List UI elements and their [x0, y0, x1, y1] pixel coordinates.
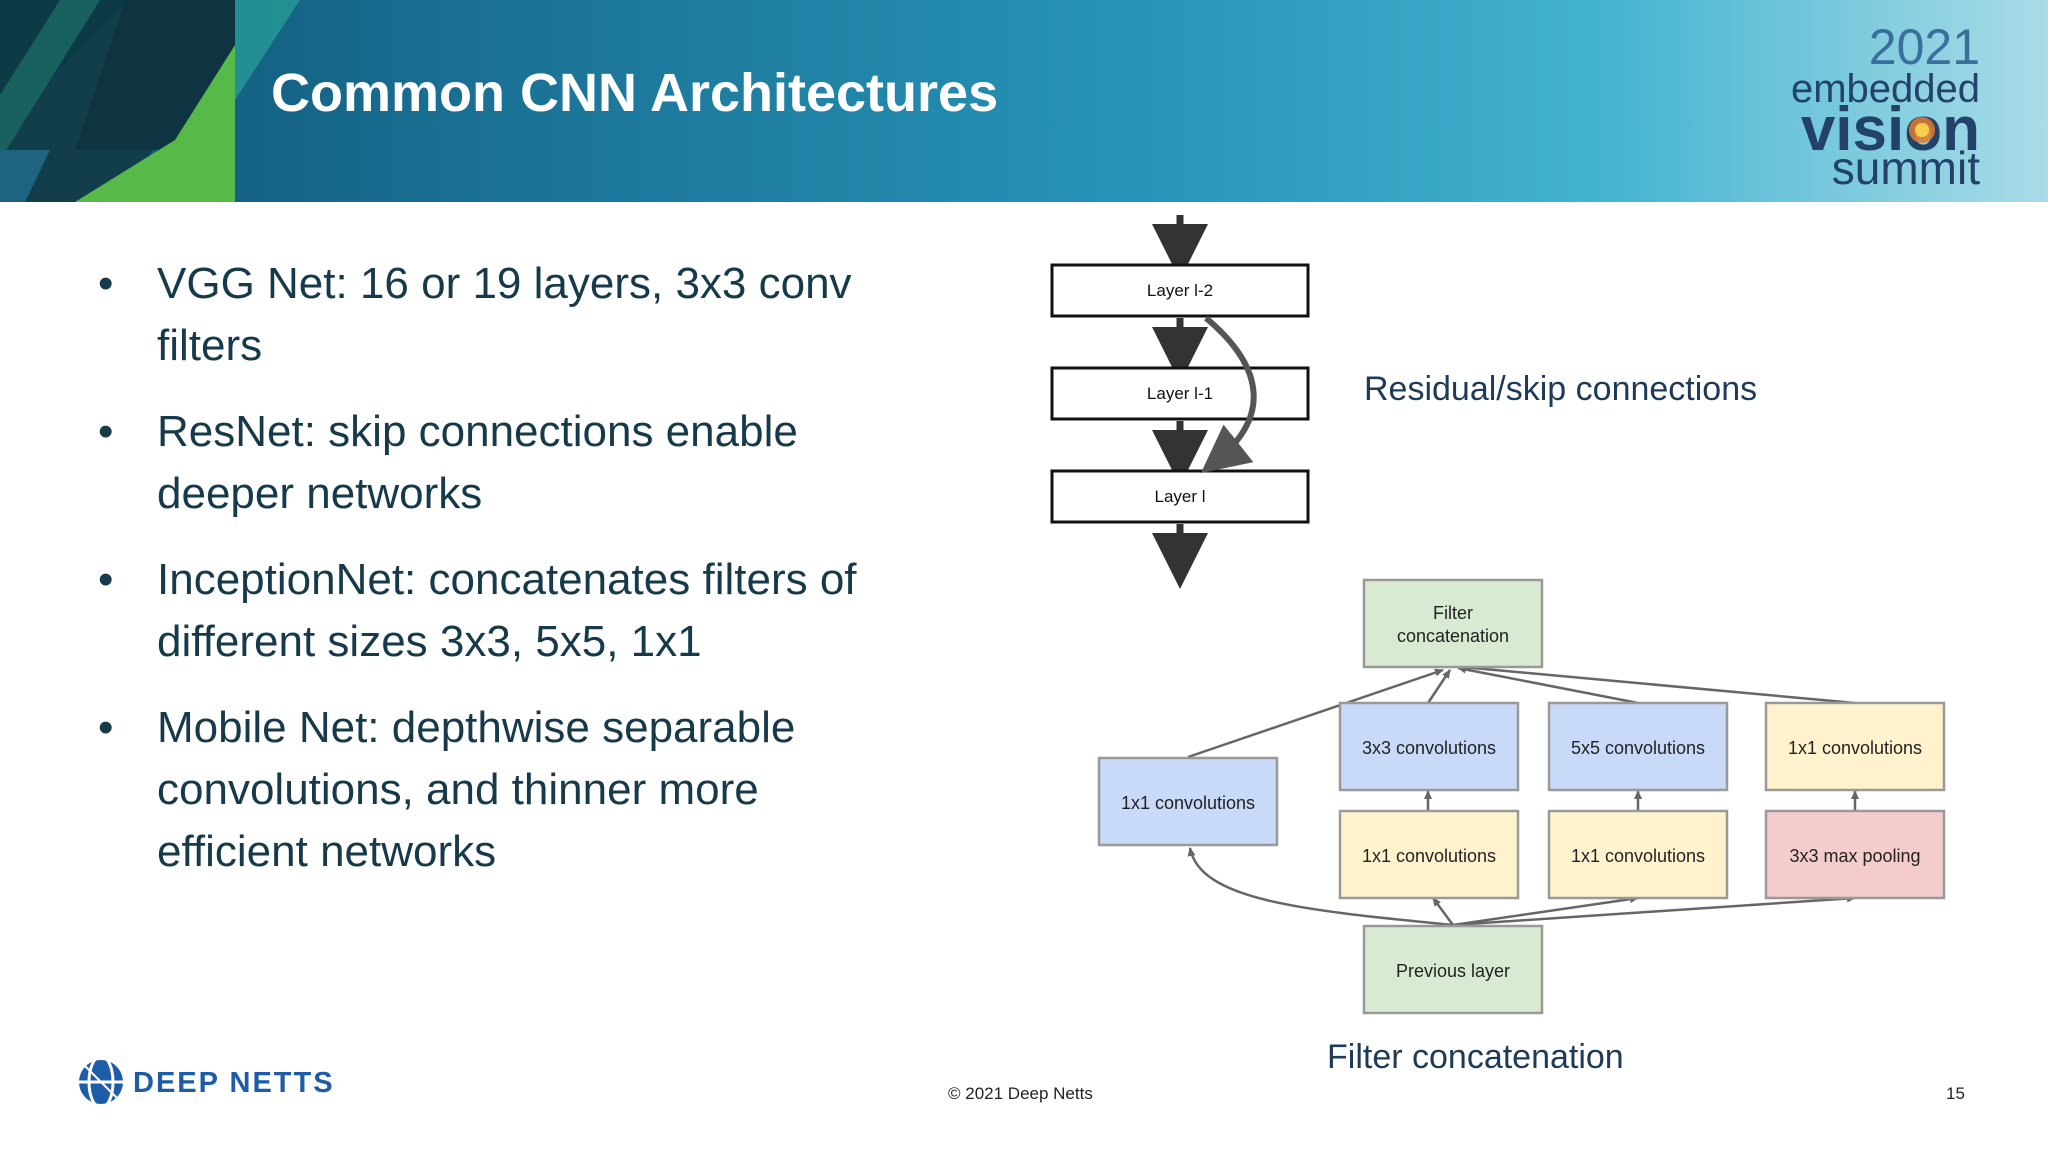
conv1x1-b-box — [1547, 809, 1729, 900]
conv3x3-box — [1338, 701, 1520, 792]
embedded-vision-summit-logo: 2021 embedded vision summit — [1791, 19, 1980, 187]
bullet-item-resnet: • ResNet: skip connections enable deeper… — [98, 401, 938, 525]
bullet-marker: • — [98, 703, 114, 752]
svg-text:summit: summit — [1832, 142, 1980, 187]
layer-box — [1050, 469, 1310, 524]
svg-text:3x3 max pooling: 3x3 max pooling — [1789, 846, 1920, 866]
conv1x1-left-box — [1097, 756, 1279, 847]
bullet-item-vgg: • VGG Net: 16 or 19 layers, 3x3 conv fil… — [98, 253, 938, 377]
layer-label: Layer l-2 — [1147, 281, 1213, 300]
bullet-text: InceptionNet: concatenates filters of — [157, 555, 857, 604]
bullet-item-inception: • InceptionNet: concatenates filters of … — [98, 549, 938, 673]
previous-layer-box — [1362, 924, 1544, 1015]
svg-text:Previous layer: Previous layer — [1396, 961, 1510, 981]
bullet-text: Mobile Net: depthwise separable — [157, 703, 796, 752]
conv5x5-box — [1547, 701, 1729, 792]
svg-text:Filter: Filter — [1433, 603, 1473, 623]
bullet-marker: • — [98, 555, 114, 604]
svg-text:1x1 convolutions: 1x1 convolutions — [1788, 738, 1922, 758]
resnet-caption: Residual/skip connections — [1364, 370, 1758, 408]
bullet-text: filters — [157, 321, 263, 370]
svg-text:5x5 convolutions: 5x5 convolutions — [1571, 738, 1705, 758]
bullet-text: deeper networks — [157, 469, 483, 518]
filter-concatenation-box — [1362, 578, 1544, 669]
deep-netts-logo-icon — [77, 1054, 125, 1109]
svg-text:embedded: embedded — [1791, 67, 1980, 111]
copyright-text: © 2021 Deep Netts — [948, 1084, 1093, 1103]
svg-text:2021: 2021 — [1869, 19, 1980, 75]
conv1x1-a-box — [1338, 809, 1520, 900]
bullet-text: different sizes 3x3, 5x5, 1x1 — [157, 617, 702, 666]
svg-text:vision: vision — [1801, 95, 1980, 164]
conv1x1-top-box — [1764, 701, 1946, 792]
slide-title: Common CNN Architectures — [271, 63, 999, 123]
inception-diagram: Filter concatenation 3x3 convolutions 5x… — [1097, 578, 1946, 1015]
layer-box — [1050, 366, 1310, 421]
bullet-text: convolutions, and thinner more — [157, 765, 759, 814]
skip-connection-arrow — [1200, 315, 1257, 474]
inception-caption: Filter concatenation — [1327, 1038, 1624, 1076]
bullet-item-mobilenet: • Mobile Net: depthwise separable convol… — [98, 697, 938, 883]
bullet-marker: • — [98, 259, 114, 308]
svg-text:1x1 convolutions: 1x1 convolutions — [1571, 846, 1705, 866]
svg-text:1x1 convolutions: 1x1 convolutions — [1362, 846, 1496, 866]
svg-text:3x3 convolutions: 3x3 convolutions — [1362, 738, 1496, 758]
svg-text:concatenation: concatenation — [1397, 626, 1509, 646]
bullet-text: efficient networks — [157, 827, 497, 876]
page-number: 15 — [1946, 1084, 1965, 1103]
layer-box — [1050, 263, 1310, 318]
header-decoration — [0, 0, 300, 202]
header-banner: Common CNN Architectures 2021 embedded v… — [0, 0, 2048, 202]
maxpool-box — [1764, 809, 1946, 900]
bullet-list: • VGG Net: 16 or 19 layers, 3x3 conv fil… — [98, 253, 938, 907]
bullet-text: ResNet: skip connections enable — [157, 407, 798, 456]
layer-label: Layer l — [1154, 487, 1205, 506]
svg-text:1x1 convolutions: 1x1 convolutions — [1121, 793, 1255, 813]
bullet-text: VGG Net: 16 or 19 layers, 3x3 conv — [157, 259, 852, 308]
layer-label: Layer l-1 — [1147, 384, 1213, 403]
resnet-diagram: Layer l-2 Layer l-1 Layer l — [1050, 215, 1310, 589]
bullet-marker: • — [98, 407, 114, 456]
deep-netts-brand-text: DEEP NETTS — [133, 1067, 335, 1099]
